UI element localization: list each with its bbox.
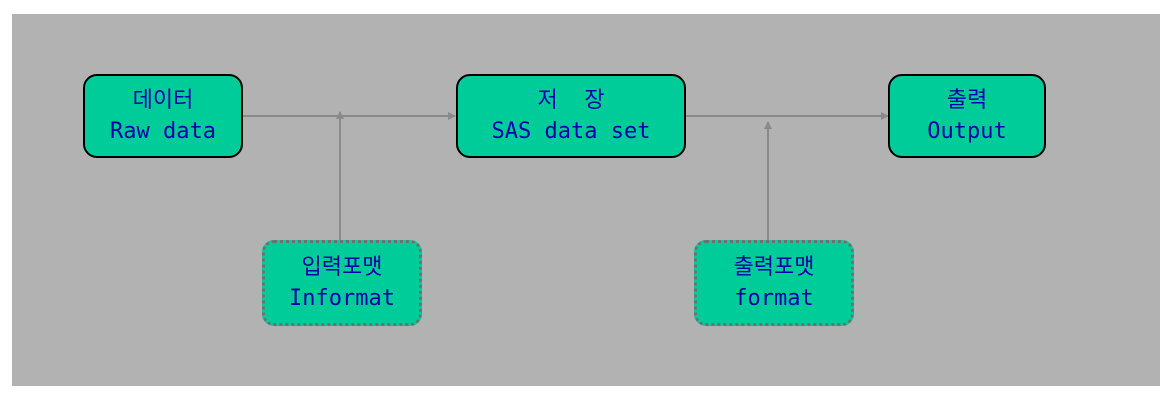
raw-data-node: 데이터 Raw data (83, 74, 243, 158)
informat-node: 입력포맷 Informat (262, 240, 422, 326)
output-label-korean: 출력 (946, 88, 988, 113)
format-label-english: format (734, 286, 814, 311)
raw-data-label-korean: 데이터 (132, 88, 194, 113)
output-label-english: Output (927, 119, 1007, 144)
sas-data-set-node: 저 장 SAS data set (456, 74, 686, 158)
raw-data-label-english: Raw data (110, 119, 216, 144)
storage-label-english: SAS data set (491, 119, 651, 144)
storage-label-korean: 저 장 (537, 88, 605, 113)
format-node: 출력포맷 format (694, 240, 854, 326)
informat-label-korean: 입력포맷 (301, 255, 383, 280)
informat-label-english: Informat (289, 286, 395, 311)
format-label-korean: 출력포맷 (733, 255, 815, 280)
output-node: 출력 Output (888, 74, 1046, 158)
